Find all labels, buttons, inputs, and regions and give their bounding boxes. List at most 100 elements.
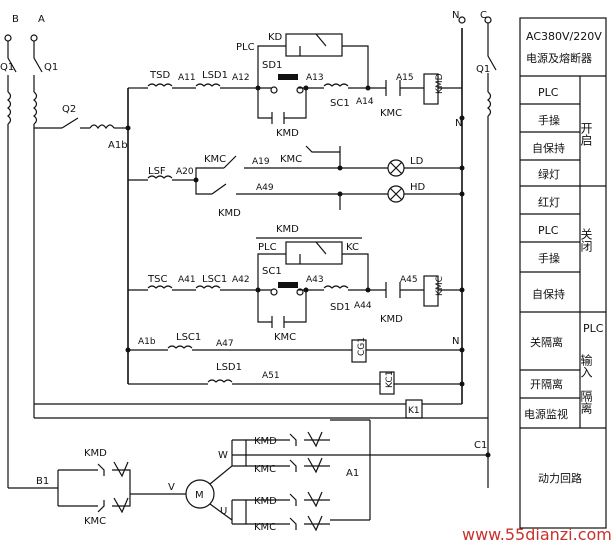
label-cg1: CG1 xyxy=(357,337,367,356)
breaker-q1-left: Q1 Q1 xyxy=(0,41,58,92)
lamp-ld xyxy=(387,159,405,177)
label-tsd: TSD xyxy=(149,70,170,81)
label-a: A xyxy=(38,14,45,25)
label-kc: KC xyxy=(346,242,359,253)
label-a43: A43 xyxy=(306,275,324,285)
panel-row-power-monitor: 电源监视 xyxy=(524,407,568,421)
panel-row-iso-open: 开隔离 xyxy=(530,377,563,391)
panel-group-plc: PLC xyxy=(583,322,604,335)
label-sc1: SC1 xyxy=(330,98,350,109)
label-kmd-2: KMD xyxy=(218,208,241,219)
label-a47: A47 xyxy=(216,339,234,349)
label-sd1: SD1 xyxy=(262,60,282,71)
label-plc-1: PLC xyxy=(236,42,255,53)
label-kmd-u: KMD xyxy=(254,496,277,507)
label-a49: A49 xyxy=(256,183,274,193)
panel-rows: PLC 手操 自保持 绿灯 红灯 PLC 手操 自保持 关隔离 开隔离 电源监视… xyxy=(520,86,606,485)
label-kmc-u: KMC xyxy=(254,522,276,533)
panel-row-red: 红灯 xyxy=(538,196,560,209)
label-q2: Q2 xyxy=(62,104,76,115)
label-a41: A41 xyxy=(178,275,196,285)
panel-group-open: 开启 xyxy=(579,122,593,146)
panel-row-manual-open: 手操 xyxy=(538,113,560,127)
label-a12: A12 xyxy=(232,73,250,83)
lamp-hd xyxy=(387,185,405,203)
panel-row-green: 绿灯 xyxy=(538,167,560,181)
panel-group-close: 关闭 xyxy=(579,228,593,253)
label-kmc-hold: KMC xyxy=(274,332,296,343)
label-u: U xyxy=(220,506,227,517)
label-n-mid: N xyxy=(455,118,462,129)
label-kmd-3: KMD xyxy=(276,224,299,235)
terminal-b: B xyxy=(4,14,19,42)
label-kmc-coil: KMC xyxy=(435,276,445,296)
panel-group-input: 输入 xyxy=(579,353,593,378)
legend-panel: AC380V/220V 电源及熔断器 PLC 手操 自保持 绿灯 红灯 PLC … xyxy=(519,17,607,529)
watermark: www.55dianzi.com xyxy=(462,525,611,544)
label-kmc-1: KMC xyxy=(380,108,402,119)
panel-row-plc-open: PLC xyxy=(538,86,559,99)
label-v: V xyxy=(168,482,175,493)
label-a15: A15 xyxy=(396,73,414,83)
label-kd: KD xyxy=(268,32,283,43)
panel-header-2: 电源及熔断器 xyxy=(526,51,592,65)
label-sc1-2: SC1 xyxy=(262,266,282,277)
label-a51: A51 xyxy=(262,371,280,381)
terminal-a: A xyxy=(30,14,45,42)
label-a11: A11 xyxy=(178,73,196,83)
label-a45: A45 xyxy=(400,275,418,285)
label-tsc: TSC xyxy=(147,274,167,285)
label-kmd-w: KMD xyxy=(254,436,277,447)
label-hd: HD xyxy=(410,182,426,193)
label-c: C xyxy=(480,10,487,21)
label-b1: B1 xyxy=(36,476,49,487)
label-a20: A20 xyxy=(176,167,194,177)
label-a14: A14 xyxy=(356,97,374,107)
label-kmd-coil: KMD xyxy=(435,73,445,94)
panel-header-1: AC380V/220V xyxy=(526,30,602,43)
label-a13: A13 xyxy=(306,73,324,83)
label-w: W xyxy=(218,450,228,461)
panel-row-power-circuit: 动力回路 xyxy=(538,472,582,485)
label-a44: A44 xyxy=(354,301,372,311)
panel-row-iso-close: 关隔离 xyxy=(530,335,563,349)
label-kmc-v: KMC xyxy=(84,516,106,527)
label-ld: LD xyxy=(410,156,424,167)
label-plc-2: PLC xyxy=(258,242,277,253)
label-lsc1-2: LSC1 xyxy=(176,332,201,343)
panel-row-hold-close: 自保持 xyxy=(532,287,565,301)
label-a1: A1 xyxy=(346,468,359,479)
label-lsd1: LSD1 xyxy=(202,70,228,81)
panel-row-manual-close: 手操 xyxy=(538,251,560,265)
label-b: B xyxy=(12,14,19,25)
label-kmc-w: KMC xyxy=(254,464,276,475)
label-sd1-2: SD1 xyxy=(330,302,350,313)
label-kmc-2: KMC xyxy=(204,154,226,165)
label-lsd1-2: LSD1 xyxy=(216,362,242,373)
label-a1b-2: A1b xyxy=(138,337,156,347)
label-a1b: A1b xyxy=(108,140,128,151)
label-n-low: N xyxy=(452,336,459,347)
label-a42: A42 xyxy=(232,275,250,285)
label-q1-b: Q1 xyxy=(0,62,14,73)
label-c1: C1 xyxy=(474,440,487,451)
label-kmd-4: KMD xyxy=(380,314,403,325)
label-lsc1-1: LSC1 xyxy=(202,274,227,285)
label-q1-a: Q1 xyxy=(44,62,58,73)
label-kmd-v: KMD xyxy=(84,448,107,459)
label-m: M xyxy=(195,490,204,501)
label-k1: K1 xyxy=(408,406,420,416)
label-lsf: LSF xyxy=(148,166,166,177)
label-kc1: KC1 xyxy=(385,371,395,388)
label-q1-c: Q1 xyxy=(476,64,490,75)
label-kmc-3: KMC xyxy=(280,154,302,165)
panel-row-hold-open: 自保持 xyxy=(532,141,565,155)
panel-group-isolate: 隔离 xyxy=(579,390,593,415)
motor-m: M xyxy=(185,479,215,509)
label-kmd-hold: KMD xyxy=(276,128,299,139)
panel-row-plc-close: PLC xyxy=(538,224,559,237)
label-n-top: N xyxy=(452,10,459,21)
label-a19: A19 xyxy=(252,157,270,167)
